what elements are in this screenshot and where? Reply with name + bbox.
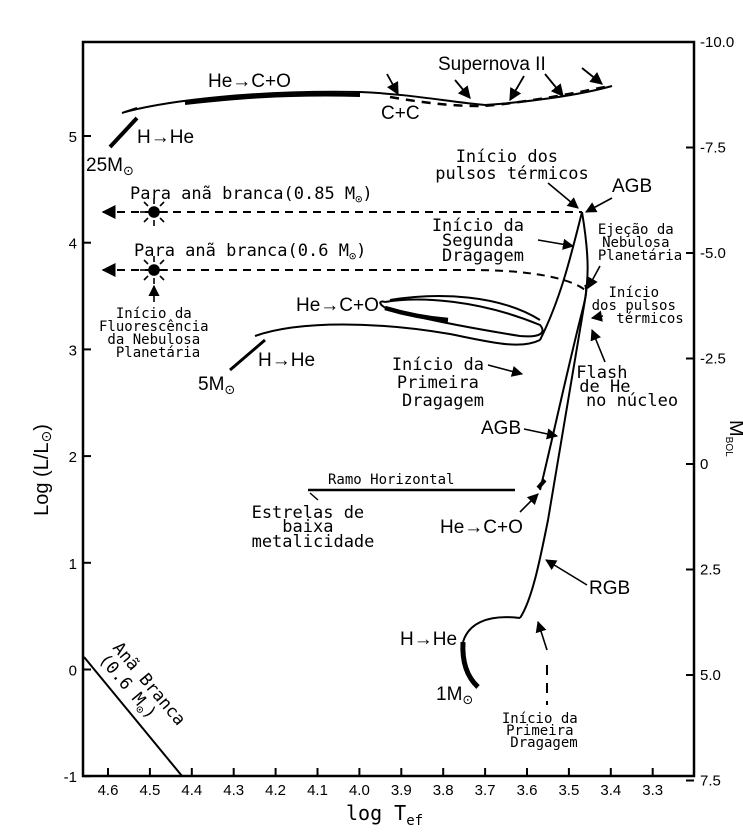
- x-tick-label: 4.0: [349, 782, 370, 799]
- y-tick-label: 4: [69, 236, 77, 253]
- label-first-dredge-1: Início da Primeira Dragagem: [502, 711, 586, 751]
- x-tick-label: 3.5: [558, 782, 579, 799]
- label-1msun: 1M⊙: [436, 684, 473, 707]
- label-wd-085: Para anã branca(0.85 M⊙): [130, 184, 373, 206]
- x-tick-label: 4.3: [223, 782, 244, 799]
- label-25-h-he: H→He: [137, 127, 194, 148]
- x-tick-label: 3.9: [391, 782, 412, 799]
- track-5msun: [229, 211, 583, 372]
- arrow-low-metal: [309, 492, 319, 501]
- label-25-he-co: He→C+O: [208, 71, 291, 92]
- track-5-rgb: [539, 211, 583, 341]
- label-first-dredge-5: Início da Primeira Dragagem: [392, 355, 494, 411]
- track-1-ms: [460, 641, 480, 689]
- x-tick-label: 3.8: [433, 782, 454, 799]
- track-5-crossing: [254, 323, 541, 346]
- track-1msun: [308, 211, 589, 689]
- x-tick-label: 3.6: [517, 782, 538, 799]
- x-tick-label: 3.7: [475, 782, 496, 799]
- y-tick-label: 5: [69, 129, 77, 146]
- label-rgb: RGB: [589, 578, 630, 599]
- y2-axis-ticks: -10.0 -7.5 -5.0 -2.5 0 2.5 5.0 7.5: [686, 34, 734, 790]
- nebula-star-icon: [140, 198, 168, 284]
- y2-tick-label: -2.5: [700, 351, 726, 368]
- arrow-first-dredge-5: [487, 364, 524, 377]
- track-1-subgiant: [462, 616, 521, 643]
- y2-tick-label: -5.0: [700, 245, 726, 262]
- y2-tick-label: 5.0: [700, 667, 721, 684]
- y-tick-label: 3: [69, 342, 77, 359]
- label-he-flash: Flash de He no núcleo: [576, 363, 678, 411]
- track-5-loop: [379, 298, 544, 338]
- arrow-pn-ejection: [587, 265, 601, 289]
- y-axis-title: Log (L/L⊙): [31, 424, 54, 516]
- supernova-dashes: [389, 84, 611, 108]
- label-5msun: 5M⊙: [198, 374, 235, 397]
- track-5-ms: [229, 338, 266, 372]
- label-1-he-co: He→C+O: [440, 517, 523, 538]
- arrow-thermal-pulses-1: [547, 182, 579, 209]
- label-second-dredge: Início da Segunda Dragagem: [432, 216, 534, 266]
- label-1-h-he: H→He: [400, 629, 457, 650]
- x-tick-label: 3.3: [642, 782, 663, 799]
- label-low-metal: Estrelas de baixa metalicidade: [252, 503, 375, 552]
- label-thermal-pulses-2: Início dos pulsos térmicos: [592, 285, 685, 327]
- arrow-second-dredge: [537, 238, 575, 250]
- x-tick-label: 4.6: [98, 782, 119, 799]
- y2-tick-label: 0: [700, 456, 708, 473]
- track-1-agb: [539, 284, 588, 491]
- track-25-he-burning: [184, 92, 361, 105]
- plot-frame: [81, 40, 696, 778]
- arrow-agb-mid: [523, 428, 559, 440]
- label-horizontal-branch: Ramo Horizontal: [328, 472, 454, 488]
- white-dwarf-tracks: [101, 205, 586, 291]
- track-5-branch: [389, 295, 541, 321]
- label-5-he-co: He→C+O: [296, 295, 379, 316]
- arrow-1-he-co: [519, 493, 539, 513]
- track-25-crossing: [124, 85, 613, 113]
- y2-tick-label: 2.5: [700, 562, 721, 579]
- y-tick-label: -1: [64, 769, 77, 786]
- label-25-cc: C+C: [381, 103, 420, 124]
- arrow-thermal-pulses-2: [590, 310, 604, 322]
- label-25msun: 25M⊙: [86, 155, 134, 178]
- label-5-h-he: H→He: [258, 350, 315, 371]
- label-wd-06: Para anã branca(0.6 M⊙): [134, 241, 366, 263]
- x-tick-label: 4.5: [139, 782, 160, 799]
- track-1-hb-clump: [536, 478, 547, 490]
- x-tick-label: 4.4: [181, 782, 202, 799]
- track-5-he-burning: [384, 305, 449, 323]
- track-25-ms: [108, 116, 139, 149]
- label-thermal-pulses-1: Início dos pulsos térmicos: [435, 147, 589, 184]
- x-tick-label: 4.1: [307, 782, 328, 799]
- y2-tick-label: -7.5: [700, 140, 726, 157]
- y2-tick-label: 7.5: [700, 773, 721, 790]
- label-agb-top: AGB: [612, 176, 652, 197]
- y-tick-label: 2: [69, 449, 77, 466]
- label-pn-fluorescence: Início da Fluorescência da Nebulosa Plan…: [99, 306, 217, 361]
- arrow-agb-top: [585, 197, 613, 213]
- arrow-first-dredge-1: [535, 620, 548, 651]
- y-tick-label: 0: [69, 663, 77, 680]
- label-white-dwarf: Anã Branca (0.6 M⊙): [93, 638, 196, 750]
- label-pn-ejection: Ejeção da Nebulosa Planetária: [598, 222, 682, 264]
- supernova-arrows: [386, 67, 603, 102]
- track-1-rgb: [519, 211, 589, 619]
- x-axis-title: log Tef: [346, 801, 423, 829]
- x-tick-label: 3.4: [600, 782, 621, 799]
- track-25msun: [108, 84, 613, 149]
- white-dwarf-line: [83, 656, 183, 777]
- arrow-he-flash: [590, 328, 606, 363]
- label-supernova: Supernova II: [438, 54, 546, 75]
- x-axis-ticks: 4.6 4.5 4.4 4.3 4.2 4.1 4.0 3.9 3.8 3.7 3.6 3.5 3.4 3…: [98, 768, 663, 799]
- label-agb-mid: AGB: [481, 418, 521, 439]
- y-axis-ticks: 5 4 3 2 1 0 -1: [64, 129, 91, 786]
- arrow-rgb: [545, 559, 588, 586]
- x-tick-label: 4.2: [265, 782, 286, 799]
- y2-axis-title: MBOL: [723, 420, 743, 457]
- y2-tick-label: -10.0: [700, 34, 734, 51]
- y-tick-label: 1: [69, 556, 77, 573]
